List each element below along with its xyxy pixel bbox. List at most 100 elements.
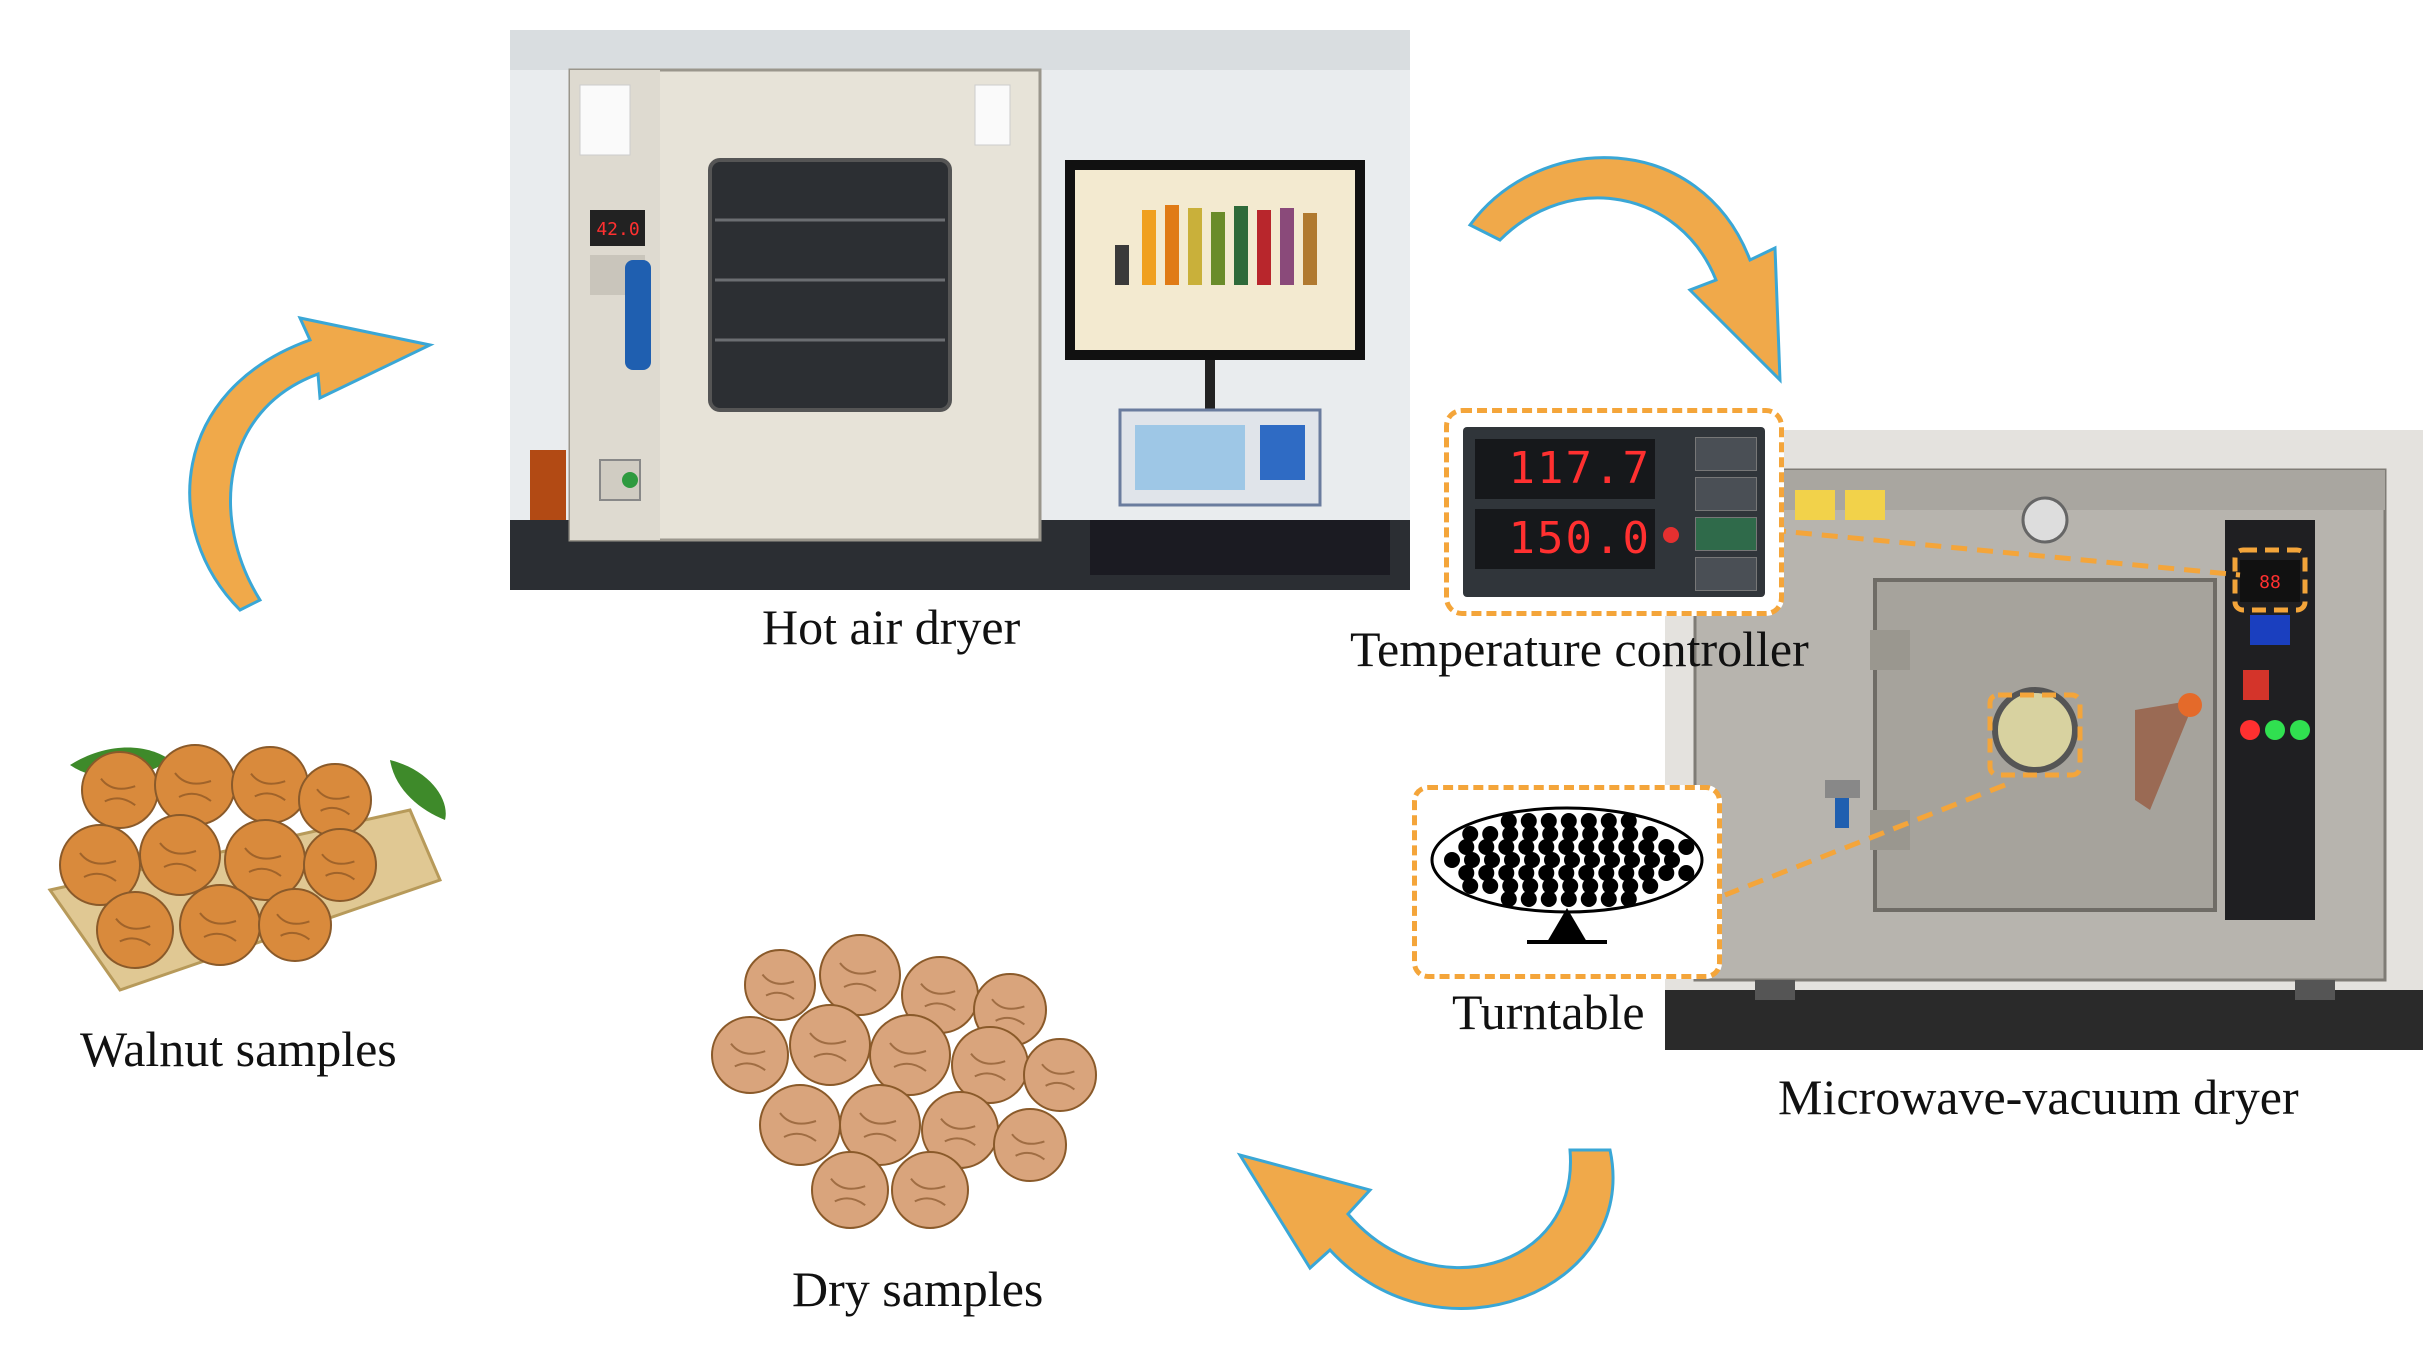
turntable-ball-icon [1638, 865, 1655, 881]
turntable-ball-icon [1462, 878, 1479, 894]
arrow-walnut-to-hot-air [188, 315, 435, 612]
walnut-icon [1023, 1038, 1097, 1112]
walnut-icon [789, 1004, 871, 1086]
turntable-ball-icon [1500, 813, 1517, 829]
temperature-controller-label: Temperature controller [1350, 621, 1809, 677]
turntable-ball-icon [1444, 852, 1460, 868]
turntable-ball-icon [1484, 852, 1500, 868]
sv-display: 150.0 [1508, 513, 1651, 564]
turntable-ball-icon [1502, 878, 1519, 894]
turntable-inset [1412, 785, 1722, 979]
hot-air-dryer-label: Hot air dryer [762, 599, 1021, 655]
turntable-ball-icon [1520, 891, 1537, 907]
turntable-ball-icon [1478, 865, 1495, 881]
walnut-icon [993, 1108, 1067, 1182]
turntable-ball-icon [1522, 826, 1539, 842]
arrow-hot-air-to-microwave [1467, 156, 1782, 384]
walnut-samples-label: Walnut samples [80, 1021, 397, 1077]
turntable-ball-icon [1542, 826, 1559, 842]
turntable-ball-icon [1544, 852, 1560, 868]
turntable-ball-icon [1678, 839, 1695, 855]
turntable-ball-icon [1540, 813, 1557, 829]
microwave-vacuum-dryer-label: Microwave-vacuum dryer [1778, 1069, 2299, 1125]
walnut-icon [231, 746, 309, 824]
turntable-label: Turntable [1452, 984, 1645, 1040]
svg-text:42.0: 42.0 [596, 219, 639, 240]
turntable-ball-icon [1538, 865, 1555, 881]
turntable-ball-icon [1498, 865, 1515, 881]
walnut-icon [81, 751, 159, 829]
hot-air-dryer-photo: 42.0 [510, 30, 1410, 590]
turntable-ball-icon [1560, 891, 1577, 907]
turntable-ball-icon [1580, 891, 1597, 907]
turntable-ball-icon [1458, 839, 1475, 855]
turntable-ball-icon [1602, 826, 1619, 842]
turntable-ball-icon [1582, 826, 1599, 842]
turntable-ball-icon [1562, 878, 1579, 894]
walnut-icon [96, 891, 174, 969]
walnut-icon [869, 1014, 951, 1096]
walnut-icon [298, 763, 372, 837]
turntable-ball-icon [1600, 813, 1617, 829]
turntable-ball-icon [1464, 852, 1480, 868]
microwave-vacuum-dryer-photo: 88 [1665, 430, 2423, 1050]
turntable-ball-icon [1520, 813, 1537, 829]
turntable-ball-icon [1618, 839, 1635, 855]
controller-button [1695, 477, 1757, 511]
turntable-ball-icon [1540, 891, 1557, 907]
turntable-ball-icon [1620, 891, 1637, 907]
controller-connector-line [1769, 527, 2241, 578]
turntable-ball-icon [1624, 852, 1640, 868]
dry-samples-label: Dry samples [792, 1261, 1044, 1317]
turntable-ball-icon [1462, 826, 1479, 842]
turntable-ball-icon [1518, 865, 1535, 881]
turntable-ball-icon [1642, 878, 1659, 894]
turntable-ball-icon [1560, 813, 1577, 829]
dry-samples-photo [680, 934, 1140, 1235]
temperature-controller-inset: 117.7 150.0 [1444, 408, 1784, 616]
walnut-icon [744, 949, 816, 1021]
turntable-ball-icon [1582, 878, 1599, 894]
turntable-ball-icon [1644, 852, 1660, 868]
walnut-icon [819, 934, 901, 1016]
walnut-samples-photo [30, 690, 450, 1000]
turntable-ball-icon [1500, 891, 1517, 907]
turntable-connector-line [1724, 782, 2006, 898]
turntable-ball-icon [1620, 813, 1637, 829]
turntable-ball-icon [1564, 852, 1580, 868]
turntable-ball-icon [1580, 813, 1597, 829]
svg-text:88: 88 [2259, 572, 2281, 593]
turntable-ball-icon [1558, 865, 1575, 881]
walnut-icon [59, 824, 141, 906]
turntable-ball-icon [1558, 839, 1575, 855]
turntable-ball-icon [1598, 865, 1615, 881]
turntable-ball-icon [1498, 839, 1515, 855]
turntable-ball-icon [1618, 865, 1635, 881]
walnut-icon [891, 1151, 969, 1229]
turntable-ball-icon [1538, 839, 1555, 855]
turntable-ball-icon [1638, 839, 1655, 855]
turntable-ball-icon [1658, 865, 1675, 881]
turntable-ball-icon [1478, 839, 1495, 855]
turntable-ball-icon [1502, 826, 1519, 842]
turntable-ball-icon [1664, 852, 1680, 868]
turntable-ball-icon [1598, 839, 1615, 855]
turntable-ball-icon [1482, 878, 1499, 894]
turntable-ball-icon [1522, 878, 1539, 894]
walnut-icon [759, 1084, 841, 1166]
turntable-ball-icon [1622, 878, 1639, 894]
turntable-ball-icon [1584, 852, 1600, 868]
turntable-ball-icon [1578, 839, 1595, 855]
turntable-ball-icon [1504, 852, 1520, 868]
turntable-ball-icon [1482, 826, 1499, 842]
walnut-icon [303, 828, 377, 902]
walnut-icon [811, 1151, 889, 1229]
turntable-ball-icon [1578, 865, 1595, 881]
turntable-ball-icon [1458, 865, 1475, 881]
walnut-icon [839, 1084, 921, 1166]
turntable-ball-icon [1600, 891, 1617, 907]
turntable-ball-icon [1602, 878, 1619, 894]
controller-button [1695, 557, 1757, 591]
indicator-light-icon [1663, 527, 1679, 543]
curved-arrow-icon [1467, 156, 1782, 384]
